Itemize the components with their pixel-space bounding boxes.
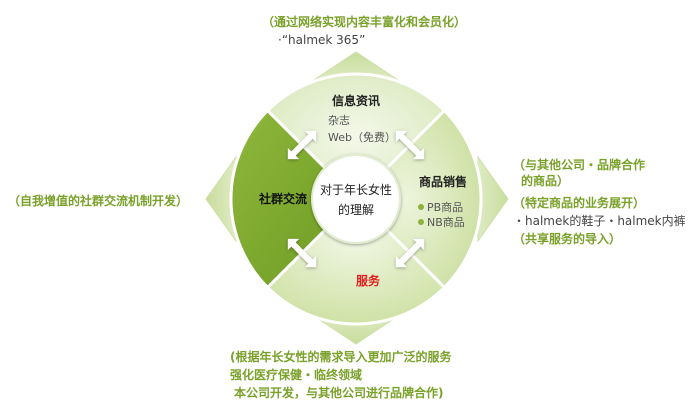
top-quadrant-sub2: Web（免费） [328,130,396,144]
center-label-line2: 的理解 [338,202,374,217]
left-quadrant-title: 社群交流 [258,191,307,206]
top-quadrant-title: 信息资讯 [332,93,380,108]
annotation-bottom-line2: 强化医疗保健・临终领域 [230,368,363,382]
annotation-right-line1: （与其他公司・品牌合作 [513,158,646,172]
annotation-bottom-line3: 本公司开发，与其他公司进行品牌合作) [234,386,444,400]
annotation-right-line4: ・halmek的鞋子・halmek内裤 [513,214,686,228]
annotation-left-line1: （自我增值的社群交流机制开发） [8,194,189,208]
bottom-quadrant-title: 服务 [356,273,381,288]
right-quadrant-sub2: NB商品 [427,215,465,229]
annotation-right-line5: （共享服务的导入） [513,232,622,246]
annotation-top-line1: （通过网络实现内容丰富化和会员化） [262,15,467,29]
annotation-top-line2: ·“halmek 365” [278,33,366,47]
right-quadrant-sub1: PB商品 [427,200,463,214]
center-circle [311,154,401,244]
double-arrow-bottom-left [287,238,317,268]
quadrant-left [229,108,359,290]
annotation-right-line2: 的商品） [521,174,570,188]
bullet-nb [418,219,424,225]
annotation-right-line3: （特定商品的业务展开） [513,196,646,210]
right-quadrant-title: 商品销售 [419,174,467,189]
bullet-pb [418,204,424,210]
center-label-line1: 对于年长女性 [320,182,392,197]
top-quadrant-sub1: 杂志 [328,114,350,127]
double-arrow-top-right [395,130,425,160]
quadrant-right [353,108,483,290]
double-arrow-top-left [287,130,317,160]
quadrant-top [265,72,447,202]
double-arrow-bottom-right [395,238,425,268]
annotation-bottom-line1: (根据年长女性的需求导入更加广泛的服务 [230,350,452,364]
quadrant-bottom [265,196,447,326]
